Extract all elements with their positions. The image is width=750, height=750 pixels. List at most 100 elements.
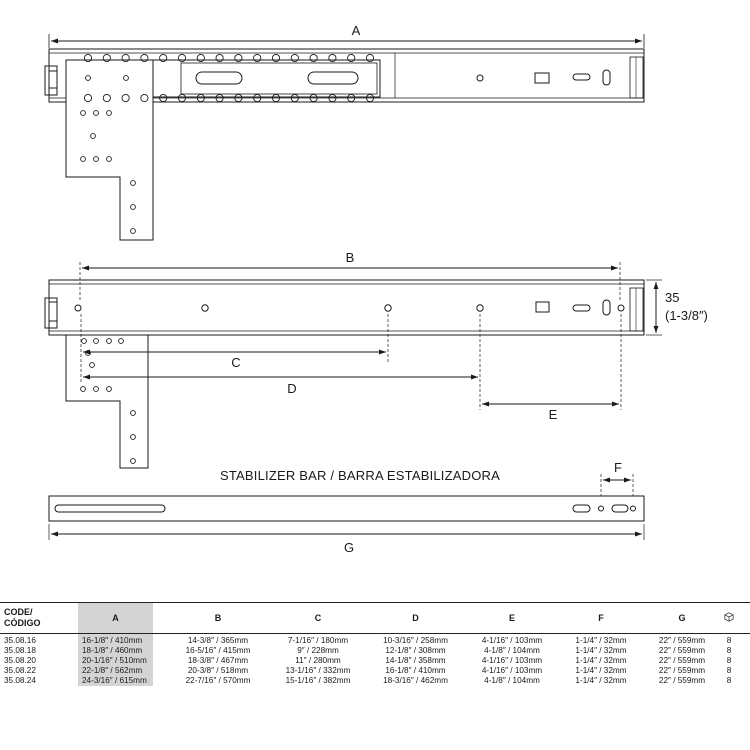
- cell-c: 7-1/16″ / 180mm: [287, 636, 349, 645]
- header-f: F: [546, 602, 656, 634]
- ball-bearing: [253, 93, 262, 103]
- bracket-hole: [80, 156, 86, 162]
- cell-a: 22-1/8″ / 562mm: [78, 666, 153, 676]
- cell-f: 1-1/4″ / 32mm: [575, 636, 627, 645]
- cell-c: 11″ / 280mm: [295, 656, 341, 665]
- cell-c: 9″ / 228mm: [297, 646, 339, 655]
- bracket-hole: [93, 110, 99, 116]
- bracket-hole: [130, 228, 136, 234]
- header-g: G: [656, 602, 708, 634]
- header-d: D: [353, 602, 478, 634]
- mounting-bracket: [65, 59, 154, 241]
- ball-bearing: [140, 53, 149, 63]
- cell-g: 22″ / 559mm: [658, 646, 706, 655]
- cell-code: 35.08.18: [4, 646, 36, 655]
- ball-bearing: [365, 53, 375, 63]
- header-code-line1: CODE/: [4, 607, 33, 617]
- ball-bearing: [121, 53, 130, 63]
- ball-bearing: [271, 53, 281, 63]
- cell-f: 1-1/4″ / 32mm: [575, 646, 627, 655]
- cell-b: 20-3/8″ / 518mm: [187, 666, 249, 675]
- bracket-hole: [106, 156, 112, 162]
- ball-bearing: [365, 93, 375, 103]
- bracket-holes: [80, 75, 136, 234]
- bracket-hole: [90, 133, 96, 139]
- ball-bearing: [290, 93, 299, 103]
- ball-bearing: [121, 93, 130, 103]
- label-g: G: [344, 540, 354, 555]
- label-b: B: [346, 250, 355, 265]
- stabilizer-title: STABILIZER BAR / BARRA ESTABILIZADORA: [220, 468, 500, 483]
- ball-bearing: [177, 93, 187, 103]
- ball-bearing: [140, 93, 149, 103]
- header-code-line2: CÓDIGO: [4, 618, 41, 628]
- cell-c: 13-1/16″ / 332mm: [285, 666, 351, 675]
- cell-qty: 8: [726, 636, 732, 645]
- bracket-hole: [89, 362, 95, 368]
- cell-g: 22″ / 559mm: [658, 636, 706, 645]
- ball-bearing: [328, 53, 337, 63]
- stabilizer-long-slot: [54, 504, 166, 513]
- ball-bearing: [83, 93, 93, 103]
- ball-bearing: [196, 93, 205, 103]
- slot-right: [307, 71, 359, 85]
- label-e: E: [549, 407, 558, 422]
- box-icon: [724, 612, 734, 622]
- cell-d: 10-3/16″ / 258mm: [383, 636, 448, 645]
- cell-e: 4-1/16″ / 103mm: [481, 656, 543, 665]
- bracket-hole: [130, 180, 136, 186]
- cell-f: 1-1/4″ / 32mm: [575, 666, 627, 675]
- ball-bearing: [347, 93, 356, 103]
- label-f: F: [614, 460, 622, 475]
- ball-bearing: [234, 93, 243, 103]
- ball-bearing: [196, 53, 205, 63]
- ball-bearings-top: [83, 53, 375, 63]
- cell-g: 22″ / 559mm: [658, 666, 706, 675]
- cell-c: 15-1/16″ / 382mm: [285, 676, 351, 685]
- bracket-hole: [80, 386, 86, 392]
- ball-bearing: [253, 53, 262, 63]
- slide-technical-drawing: A: [44, 23, 708, 555]
- header-b: B: [153, 602, 283, 634]
- cell-d: 14-1/8″ / 358mm: [385, 656, 446, 665]
- label-height-inches: (1-3/8″): [665, 308, 708, 323]
- bracket-hole: [80, 110, 86, 116]
- ball-bearing: [290, 53, 299, 63]
- cell-code: 35.08.20: [4, 656, 36, 665]
- header-qty: [708, 602, 750, 634]
- bracket-hole: [85, 350, 91, 356]
- closed-rail: [48, 279, 645, 336]
- ball-bearing: [271, 93, 281, 103]
- cell-code: 35.08.24: [4, 676, 36, 685]
- slide-dimension-view: [44, 262, 662, 469]
- cell-g: 22″ / 559mm: [658, 676, 706, 685]
- table-header-row: CODE/ CÓDIGO A B C D E F G: [0, 602, 750, 634]
- cell-b: 22-7/16″ / 570mm: [185, 676, 251, 685]
- header-c: C: [283, 602, 353, 634]
- bracket-hole: [123, 75, 129, 81]
- ball-bearing: [309, 53, 318, 63]
- bracket-hole: [130, 410, 136, 416]
- header-e: E: [478, 602, 546, 634]
- cell-e: 4-1/8″ / 104mm: [484, 646, 540, 655]
- bracket-hole: [106, 338, 112, 344]
- ball-bearing: [159, 93, 168, 103]
- cell-b: 16-5/16″ / 415mm: [185, 646, 251, 655]
- cell-b: 18-3/8″ / 467mm: [187, 656, 249, 665]
- cell-g: 22″ / 559mm: [658, 656, 706, 665]
- cell-e: 4-1/16″ / 103mm: [481, 666, 543, 675]
- ball-bearing: [159, 53, 168, 63]
- ball-bearings-bottom: [83, 93, 375, 103]
- cell-f: 1-1/4″ / 32mm: [575, 676, 627, 685]
- ball-bearing: [102, 53, 111, 63]
- header-a: A: [78, 602, 153, 634]
- bracket-hole: [93, 156, 99, 162]
- ball-bearing: [347, 53, 356, 63]
- cell-code: 35.08.16: [4, 636, 36, 645]
- cell-e: 4-1/8″ / 104mm: [484, 676, 540, 685]
- cell-e: 4-1/16″ / 103mm: [481, 636, 543, 645]
- stabilizer-body: [48, 495, 645, 522]
